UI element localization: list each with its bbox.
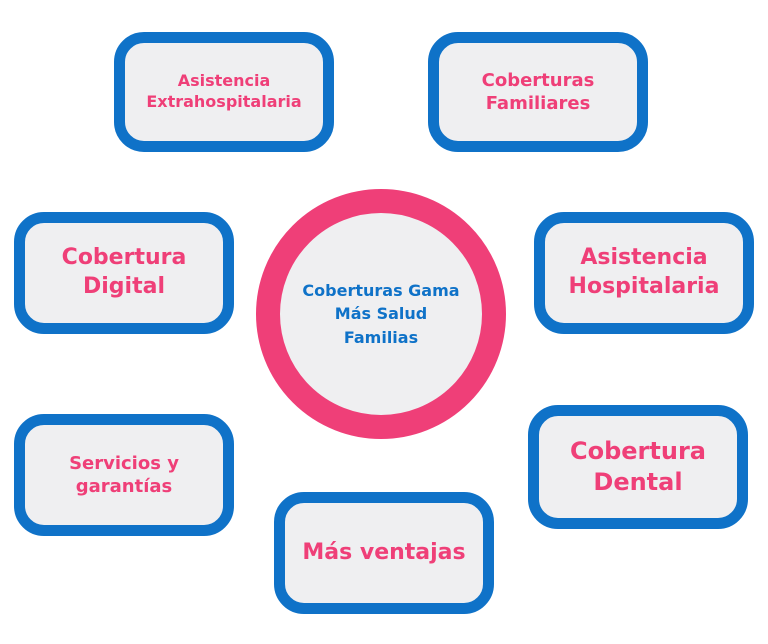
node-label-line2: garantías bbox=[75, 476, 173, 497]
node-label: Cobertura Dental bbox=[570, 436, 706, 498]
node-label-line1: Coberturas bbox=[481, 69, 595, 91]
node-label: Asistencia Hospitalaria bbox=[569, 244, 720, 301]
center-label-line1: Coberturas Gama bbox=[302, 281, 460, 301]
center-label: Coberturas Gama Más Salud Familias bbox=[302, 279, 459, 349]
node-label: Cobertura Digital bbox=[62, 244, 187, 301]
node-asistencia-extrahospitalaria: Asistencia Extrahospitalaria bbox=[114, 32, 334, 152]
node-coberturas-familiares: Coberturas Familiares bbox=[428, 32, 648, 152]
center-label-line3: Familias bbox=[343, 327, 419, 347]
node-label-line2: Extrahospitalaria bbox=[146, 92, 302, 111]
node-label-line1: Asistencia bbox=[177, 71, 271, 91]
node-asistencia-hospitalaria: Asistencia Hospitalaria bbox=[534, 212, 754, 334]
node-label-line2: Digital bbox=[83, 274, 165, 299]
node-label-line1: Servicios y bbox=[69, 452, 179, 474]
node-label-line2: Hospitalaria bbox=[568, 274, 720, 299]
node-label: Coberturas Familiares bbox=[482, 69, 595, 116]
node-label-line2: Familiares bbox=[485, 93, 591, 114]
node-label: Servicios y garantías bbox=[69, 452, 179, 499]
node-servicios-garantias: Servicios y garantías bbox=[14, 414, 234, 536]
center-label-line2: Más Salud bbox=[334, 304, 428, 324]
node-label-line2: Dental bbox=[593, 468, 683, 496]
node-label: Asistencia Extrahospitalaria bbox=[146, 71, 301, 113]
node-label: Más ventajas bbox=[302, 539, 466, 565]
node-cobertura-dental: Cobertura Dental bbox=[528, 405, 748, 529]
center-hub: Coberturas Gama Más Salud Familias bbox=[256, 189, 506, 439]
node-label-line1: Asistencia bbox=[580, 245, 708, 271]
node-cobertura-digital: Cobertura Digital bbox=[14, 212, 234, 334]
node-label-line1: Cobertura bbox=[61, 245, 187, 271]
node-mas-ventajas: Más ventajas bbox=[274, 492, 494, 614]
node-label-line1: Cobertura bbox=[570, 436, 706, 465]
